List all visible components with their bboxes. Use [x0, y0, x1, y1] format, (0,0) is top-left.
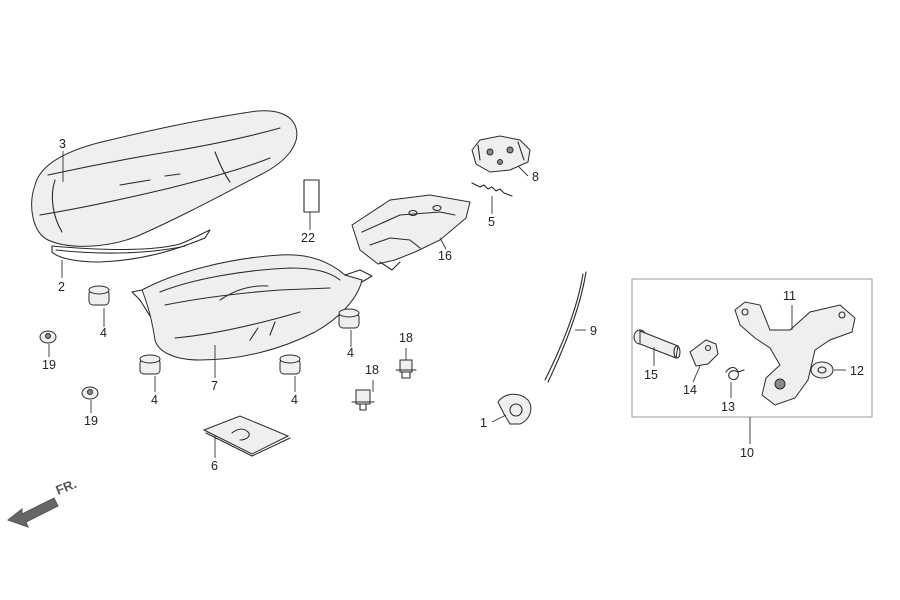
leader-lines — [48, 151, 846, 458]
part-bolt — [395, 359, 417, 379]
callout-5: 5 — [488, 215, 495, 229]
part-bracket-tray — [351, 194, 471, 271]
callout-2: 2 — [58, 280, 65, 294]
callout-8: 8 — [532, 170, 539, 184]
part-luggage-box — [131, 254, 373, 361]
callout-11: 11 — [783, 289, 796, 303]
part-cable-clamp — [497, 393, 532, 425]
callout-18: 18 — [399, 331, 413, 345]
front-direction-arrow: FR. — [6, 476, 79, 528]
callout-18: 18 — [365, 363, 379, 377]
callout-9: 9 — [590, 324, 597, 338]
direction-label: FR. — [54, 476, 79, 498]
callout-19: 19 — [84, 414, 98, 428]
assembly-box-10 — [631, 278, 873, 418]
callout-13: 13 — [721, 400, 735, 414]
callout-19: 19 — [42, 358, 56, 372]
callout-4: 4 — [291, 393, 298, 407]
part-mat — [202, 415, 291, 457]
part-bolt — [351, 389, 375, 411]
part-washer — [810, 361, 834, 379]
part-hook-bracket — [734, 301, 856, 406]
callout-3: 3 — [59, 137, 66, 151]
callout-4: 4 — [347, 346, 354, 360]
callout-12: 12 — [850, 364, 864, 378]
callout-4: 4 — [100, 326, 107, 340]
part-nut — [81, 386, 99, 400]
part-seat — [31, 110, 298, 247]
callout-1: 1 — [480, 416, 487, 430]
part-sticker — [303, 179, 320, 213]
part-seat-gasket — [51, 229, 211, 263]
callout-6: 6 — [211, 459, 218, 473]
part-grommet — [338, 308, 360, 329]
part-grommet — [139, 354, 161, 375]
part-pin — [633, 329, 681, 359]
arrow-left-icon — [6, 497, 59, 528]
part-nut — [39, 330, 57, 344]
callout-14: 14 — [683, 383, 697, 397]
part-cable — [544, 271, 587, 383]
part-hook-lever — [689, 339, 719, 367]
part-grommet — [88, 285, 110, 306]
part-torsion-spring — [725, 366, 745, 381]
callout-16: 16 — [438, 249, 452, 263]
callout-15: 15 — [644, 368, 658, 382]
part-grommet — [279, 354, 301, 375]
callout-7: 7 — [211, 379, 218, 393]
part-latch — [471, 135, 531, 173]
callout-4: 4 — [151, 393, 158, 407]
callout-10: 10 — [740, 446, 754, 460]
part-spring — [471, 182, 513, 197]
callout-22: 22 — [301, 231, 315, 245]
callout-numbers: 3 2 4 19 19 4 6 7 4 4 18 18 22 16 5 8 9 … — [42, 137, 864, 473]
